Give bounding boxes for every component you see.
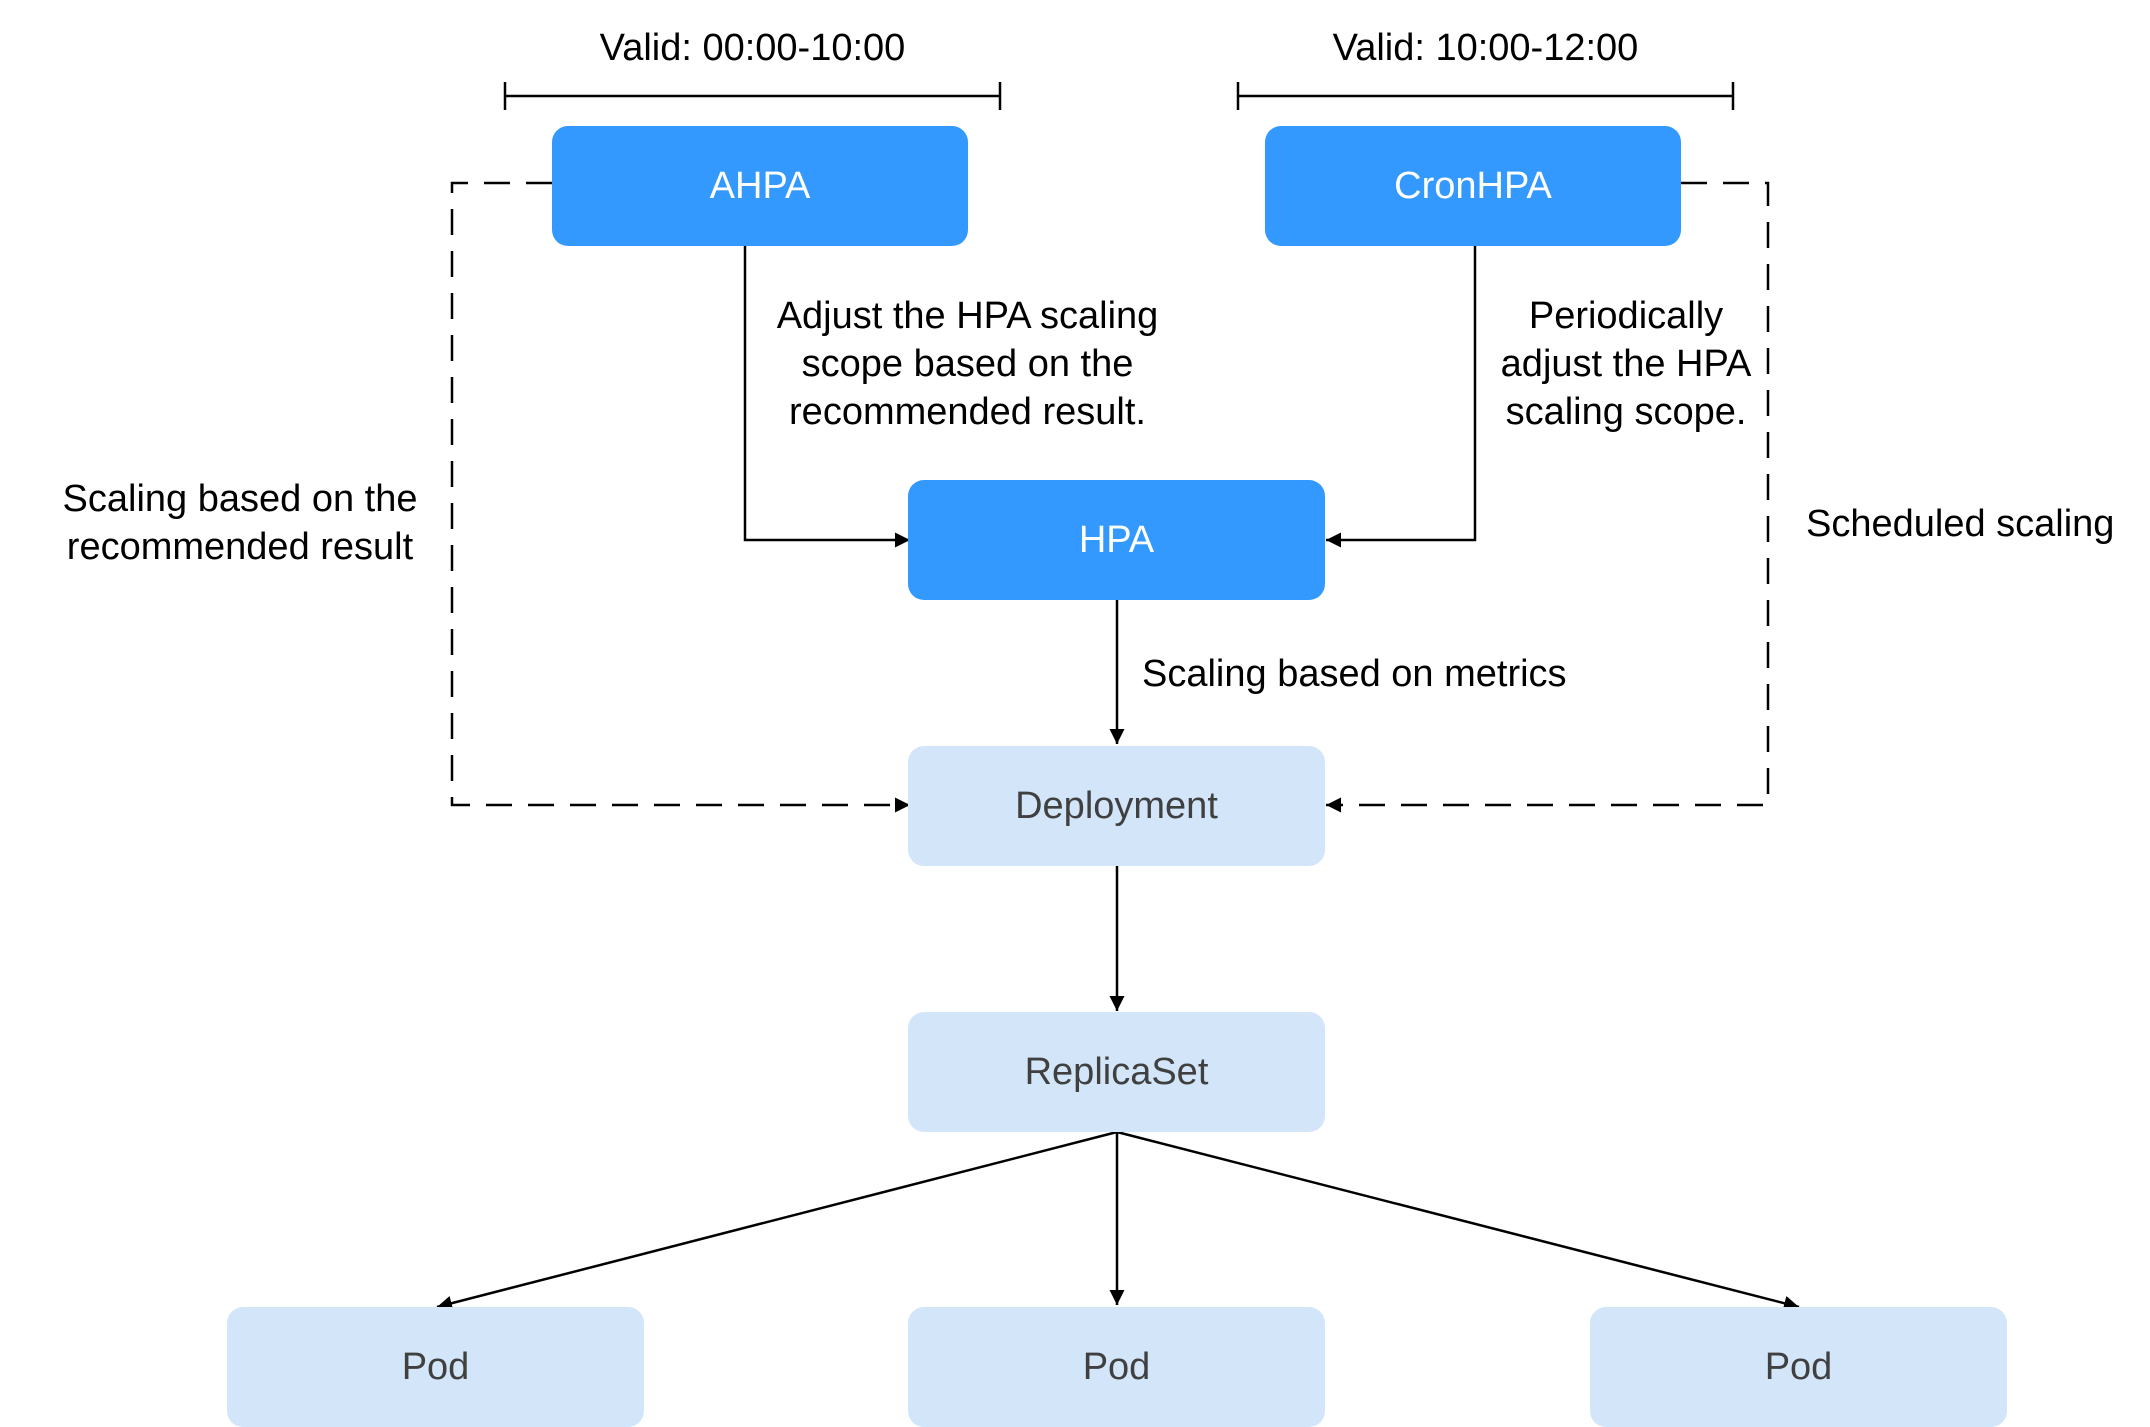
cronhpa-valid-range-bar: [1236, 82, 1735, 110]
label-ahpa-to-hpa-line-3: recommended result.: [789, 391, 1146, 433]
label-hpa-to-deployment: Scaling based on metrics: [1142, 653, 1567, 695]
pod-node-center[interactable]: Pod: [908, 1307, 1325, 1427]
ahpa-node[interactable]: AHPA: [552, 126, 968, 246]
edge-ahpa-to-hpa: [743, 246, 910, 548]
label-ahpa-to-hpa: Adjust the HPA scaling scope based on th…: [745, 292, 1190, 436]
ahpa-valid-range-bar: [503, 82, 1002, 110]
ahpa-valid-range-label: Valid: 00:00-10:00: [599, 27, 906, 69]
label-cronhpa-to-deployment: Scheduled scaling: [1806, 503, 2115, 545]
edge-replicaset-to-pod-right: [1116, 1130, 1800, 1311]
label-ahpa-to-hpa-line-2: scope based on the: [801, 343, 1134, 385]
label-cronhpa-to-hpa-line-1: Periodically: [1528, 295, 1724, 337]
label-cronhpa-to-hpa-line-2: adjust the HPA: [1500, 343, 1752, 385]
cronhpa-node[interactable]: CronHPA: [1265, 126, 1681, 246]
edge-cronhpa-to-deployment: [1326, 181, 1770, 813]
pod-node-left[interactable]: Pod: [227, 1307, 644, 1427]
replicaset-node[interactable]: ReplicaSet: [908, 1012, 1325, 1132]
label-ahpa-to-deployment-line-1: Scaling based on the: [62, 478, 418, 520]
label-ahpa-to-deployment: Scaling based on the recommended result: [30, 475, 450, 571]
deployment-node[interactable]: Deployment: [908, 746, 1325, 866]
hpa-node[interactable]: HPA: [908, 480, 1325, 600]
pod-node-right[interactable]: Pod: [1590, 1307, 2007, 1427]
edge-cronhpa-to-hpa: [1326, 246, 1477, 548]
label-ahpa-to-hpa-line-1: Adjust the HPA scaling: [776, 295, 1159, 337]
label-ahpa-to-deployment-line-2: recommended result: [66, 526, 414, 568]
edge-replicaset-to-pod-left: [436, 1130, 1118, 1311]
label-cronhpa-to-hpa-line-3: scaling scope.: [1505, 391, 1747, 433]
label-cronhpa-to-hpa: Periodically adjust the HPA scaling scop…: [1476, 292, 1776, 436]
cronhpa-valid-range-label: Valid: 10:00-12:00: [1332, 27, 1639, 69]
edge-ahpa-to-deployment: [450, 181, 910, 813]
